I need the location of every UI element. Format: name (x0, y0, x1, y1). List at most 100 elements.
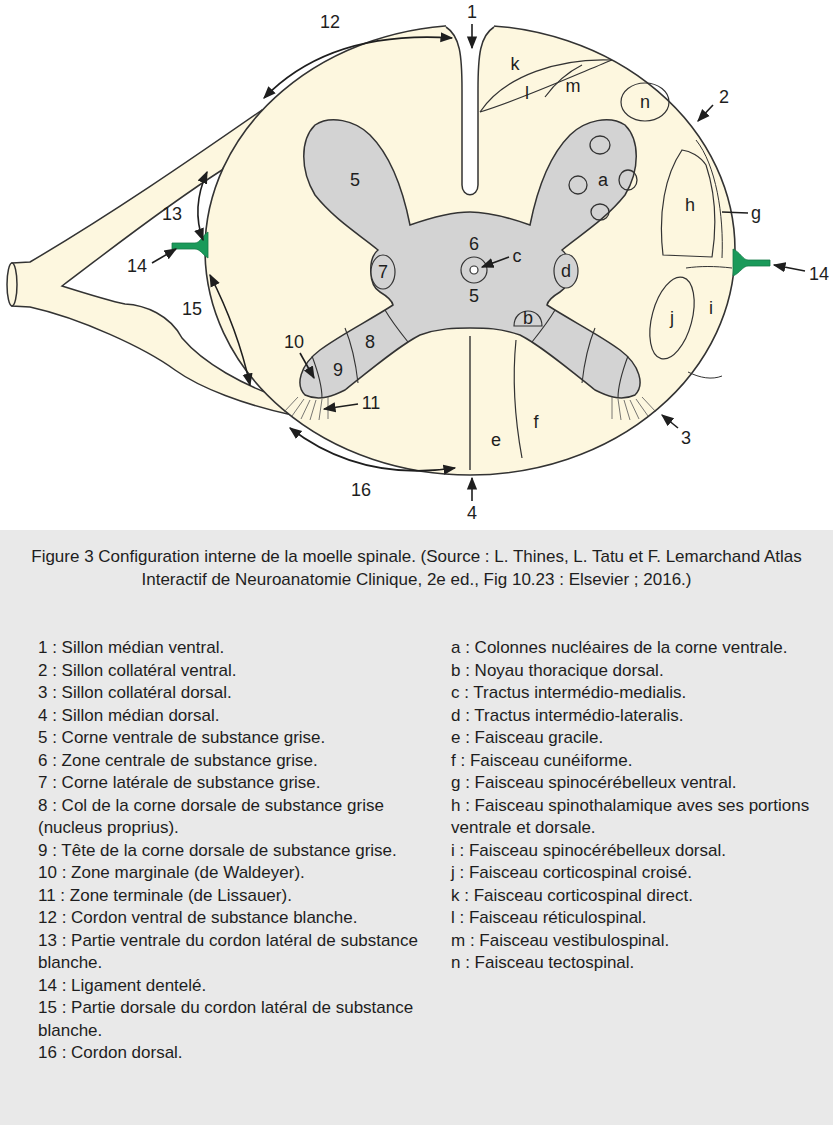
tract-border (480, 60, 612, 112)
tract-border (480, 60, 612, 112)
callout-label: 1 (467, 2, 477, 22)
callout-label: f (533, 412, 538, 432)
pointer-arrow (698, 105, 713, 121)
legend-entry: g : Faisceau spinocérébelleux ventral. (451, 772, 827, 795)
span-arrow (264, 37, 452, 98)
pointer-arrow (471, 24, 473, 48)
horn-division (582, 328, 595, 383)
legend-entry: 12 : Cordon ventral de substance blanche… (38, 907, 443, 930)
fissure-gap (446, 18, 494, 195)
callout-label: m (566, 76, 581, 96)
nuclear-column (569, 176, 587, 194)
callout-label: 11 (362, 393, 381, 413)
legend-entry: 4 : Sillon médian dorsal. (38, 705, 443, 728)
callout-label: k (511, 54, 520, 74)
legend-entry: k : Faisceau corticospinal direct. (451, 885, 827, 908)
legend-entry: d : Tractus intermédio-lateralis. (451, 705, 827, 728)
legend-entry: l : Faisceau réticulospinal. (451, 907, 827, 930)
lissauer-hatching (284, 397, 328, 420)
callout-label: 16 (351, 480, 371, 500)
legend-entry: a : Colonnes nucléaires de la corne vent… (451, 637, 827, 660)
callout-label: 2 (719, 87, 729, 107)
callout-label: n (640, 92, 650, 112)
span-arrow (198, 172, 207, 240)
callout-label: 10 (284, 332, 304, 352)
central-canal (470, 266, 478, 274)
lateral-horn (554, 254, 578, 288)
callout-label: 6 (469, 234, 479, 254)
spinal-cord-illustration (0, 0, 833, 530)
pointer-arrow (300, 353, 314, 378)
legend-entry: b : Noyau thoracique dorsal. (451, 660, 827, 683)
dorsal-median-sulcus (469, 336, 470, 470)
nuclear-column (619, 170, 637, 190)
legend-entry: 14 : Ligament dentelé. (38, 975, 443, 998)
nuclear-column (591, 204, 609, 220)
callout-label: j (670, 308, 674, 328)
legend-entry: j : Faisceau corticospinal croisé. (451, 862, 827, 885)
lateral-horn (371, 255, 395, 289)
legend-entry: 15 : Partie dorsale du cordon latéral de… (38, 997, 443, 1042)
legend-entry: 3 : Sillon collatéral dorsal. (38, 682, 443, 705)
central-zone (461, 257, 487, 283)
legend-entry: 7 : Corne latérale de substance grise. (38, 772, 443, 795)
legend-entry: 1 : Sillon médian ventral. (38, 637, 443, 660)
legend-column: a : Colonnes nucléaires de la corne vent… (451, 637, 827, 975)
callout-label: d (561, 261, 571, 281)
pointer-arrow (662, 415, 678, 428)
callout-label: c (513, 246, 522, 266)
legend-entry: 9 : Tête de la corne dorsale de substanc… (38, 840, 443, 863)
legend-entry: m : Faisceau vestibulospinal. (451, 930, 827, 953)
tract-border (686, 267, 732, 269)
tract-border (696, 140, 722, 258)
callout-label: 4 (467, 503, 477, 523)
denticulate-ligament (733, 249, 770, 276)
legend-entry: 2 : Sillon collatéral ventral. (38, 660, 443, 683)
callout-label: a (598, 170, 608, 190)
lissauer-hatching (612, 397, 656, 420)
legend-entry: i : Faisceau spinocérébelleux dorsal. (451, 840, 827, 863)
nerve-cut-end (7, 263, 17, 306)
legend-entry: 6 : Zone centrale de substance grise. (38, 750, 443, 773)
span-arrow (210, 275, 250, 385)
callout-label: 15 (182, 299, 202, 319)
leader-line (722, 212, 748, 213)
caption-box: Figure 3 Configuration interne de la moe… (16, 545, 817, 591)
callout-label: 8 (365, 332, 375, 352)
horn-division (618, 356, 628, 398)
span-arrow (290, 428, 455, 471)
callout-label: e (491, 430, 501, 450)
pointer-arrow (482, 257, 509, 267)
pointer-arrow (471, 478, 473, 501)
horn-division (345, 328, 358, 383)
legend-entry: f : Faisceau cunéiforme. (451, 750, 827, 773)
callout-arrows (152, 24, 805, 501)
horn-division (532, 310, 555, 342)
legend-entry: c : Tractus intermédio-medialis. (451, 682, 827, 705)
pointer-arrow (774, 265, 805, 271)
legend-entry: h : Faisceau spinothalamique aves ses po… (451, 795, 827, 840)
legend-entry: 13 : Partie ventrale du cordon latéral d… (38, 930, 443, 975)
callout-label: 9 (333, 360, 343, 380)
pointer-arrow (324, 404, 358, 409)
callout-label: i (709, 298, 713, 318)
callout-label: 14 (127, 256, 147, 276)
legend-entry: 11 : Zone terminale (de Lissauer). (38, 885, 443, 908)
legend-column: 1 : Sillon médian ventral.2 : Sillon col… (38, 637, 443, 1065)
callout-label: g (751, 203, 761, 223)
callout-label: l (525, 83, 529, 103)
callout-label: 14 (809, 264, 829, 284)
fasciculus-border (514, 340, 522, 458)
callout-label: 5 (469, 286, 479, 306)
tract-border (545, 65, 582, 97)
callout-label: 7 (378, 262, 388, 282)
figure-caption: Figure 3 Configuration interne de la moe… (16, 545, 817, 591)
callout-label: 5 (350, 170, 360, 190)
legend-entry: 5 : Corne ventrale de substance grise. (38, 727, 443, 750)
tectospinal-tract (621, 83, 669, 121)
legend-entry: 16 : Cordon dorsal. (38, 1042, 443, 1065)
figure-labels: 121klmn25ahg13146c7d14515b108ij911e3f164 (0, 0, 833, 530)
legend-entry: e : Faisceau gracile. (451, 727, 827, 750)
pointer-arrow (152, 249, 176, 263)
spinothalamic-tract (661, 150, 715, 257)
